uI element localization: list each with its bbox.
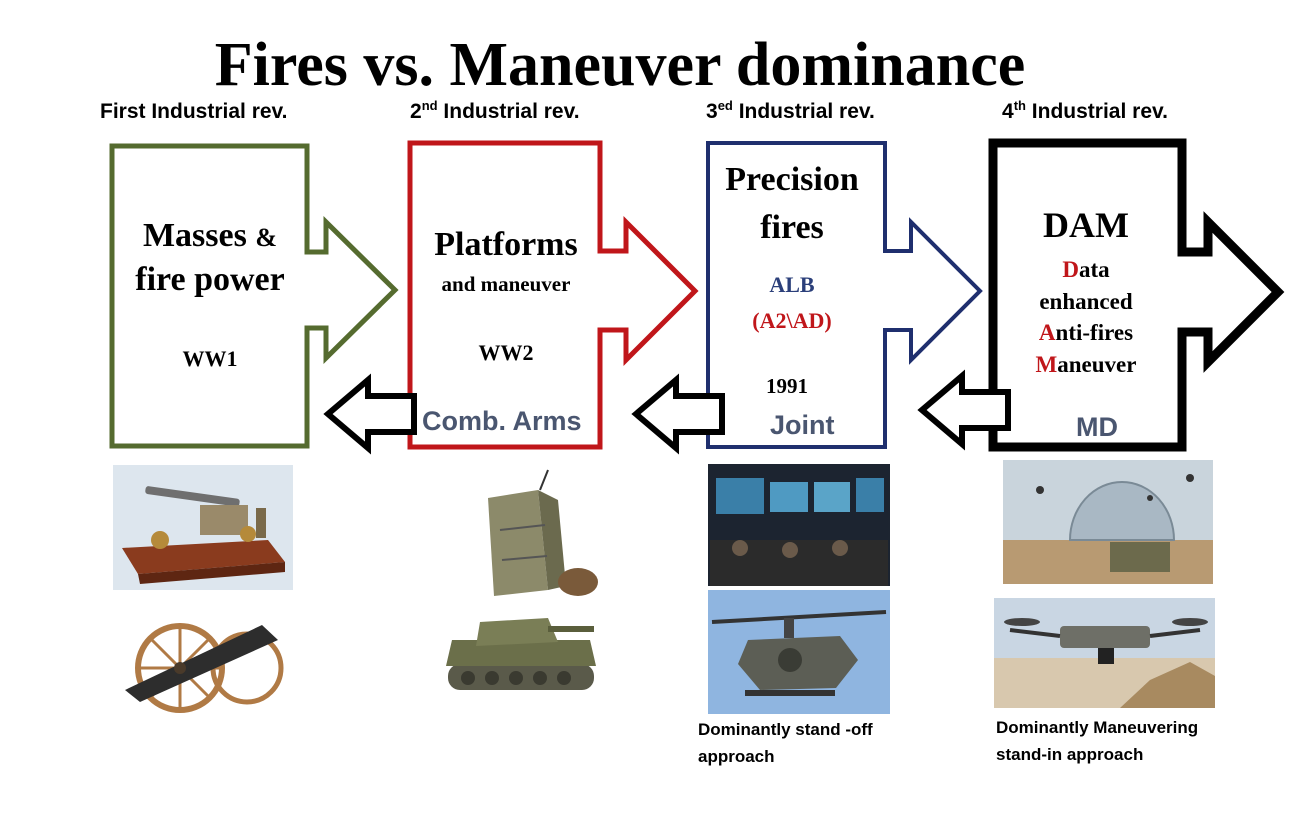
tank-image (432, 600, 610, 715)
back-arrow-3-to-2 (631, 373, 725, 455)
stage-2-war: WW2 (478, 340, 534, 365)
stage-4-caption: Dominantly Maneuvering stand-in approach (996, 718, 1199, 765)
field-radio-image (468, 469, 598, 598)
stage-3-bottom-label: Joint (770, 410, 835, 440)
stage-3-era: 3ed Industrial rev. (706, 98, 875, 123)
stage-3-arrow-box (706, 141, 983, 449)
stage-4-bottom-label: MD (1076, 412, 1118, 442)
stage-3-doctrine: ALB (769, 272, 815, 297)
telegraph-key-image (113, 465, 293, 590)
helicopter-image (708, 590, 890, 714)
stage-1-era: First Industrial rev. (100, 100, 288, 123)
future-battlefield-image (1003, 460, 1213, 584)
stage-1-title: Masses & fire power (135, 217, 285, 299)
stage-4-title: DAM (1043, 205, 1129, 245)
drone-image (994, 598, 1215, 708)
stage-2-era: 2nd Industrial rev. (410, 98, 580, 123)
diagram-title: Fires vs. Maneuver dominance (214, 31, 1026, 99)
stage-2-title: Platforms (434, 226, 578, 263)
stage-3-caption: Dominantly stand -off approach (698, 720, 873, 767)
command-center-image (708, 464, 890, 586)
stage-4-arrow-box (988, 138, 1285, 452)
stage-2-subtitle: and maneuver (441, 272, 571, 296)
stage-2-bottom-label: Comb. Arms (422, 406, 582, 436)
stage-4-era: 4th Industrial rev. (1002, 98, 1168, 123)
stage-3-year: 1991 (766, 374, 808, 398)
stage-1-war: WW1 (182, 346, 238, 371)
cannon-image (118, 602, 288, 722)
back-arrow-4-to-3 (917, 369, 1011, 451)
stage-2-arrow-box (407, 140, 699, 450)
stage-3-doctrine-detail: (A2\AD) (752, 308, 832, 333)
stage-1-arrow-box (109, 143, 399, 449)
stage-4-acronym: Data enhanced Anti-fires Maneuver (1035, 257, 1137, 378)
back-arrow-2-to-1 (323, 373, 417, 455)
